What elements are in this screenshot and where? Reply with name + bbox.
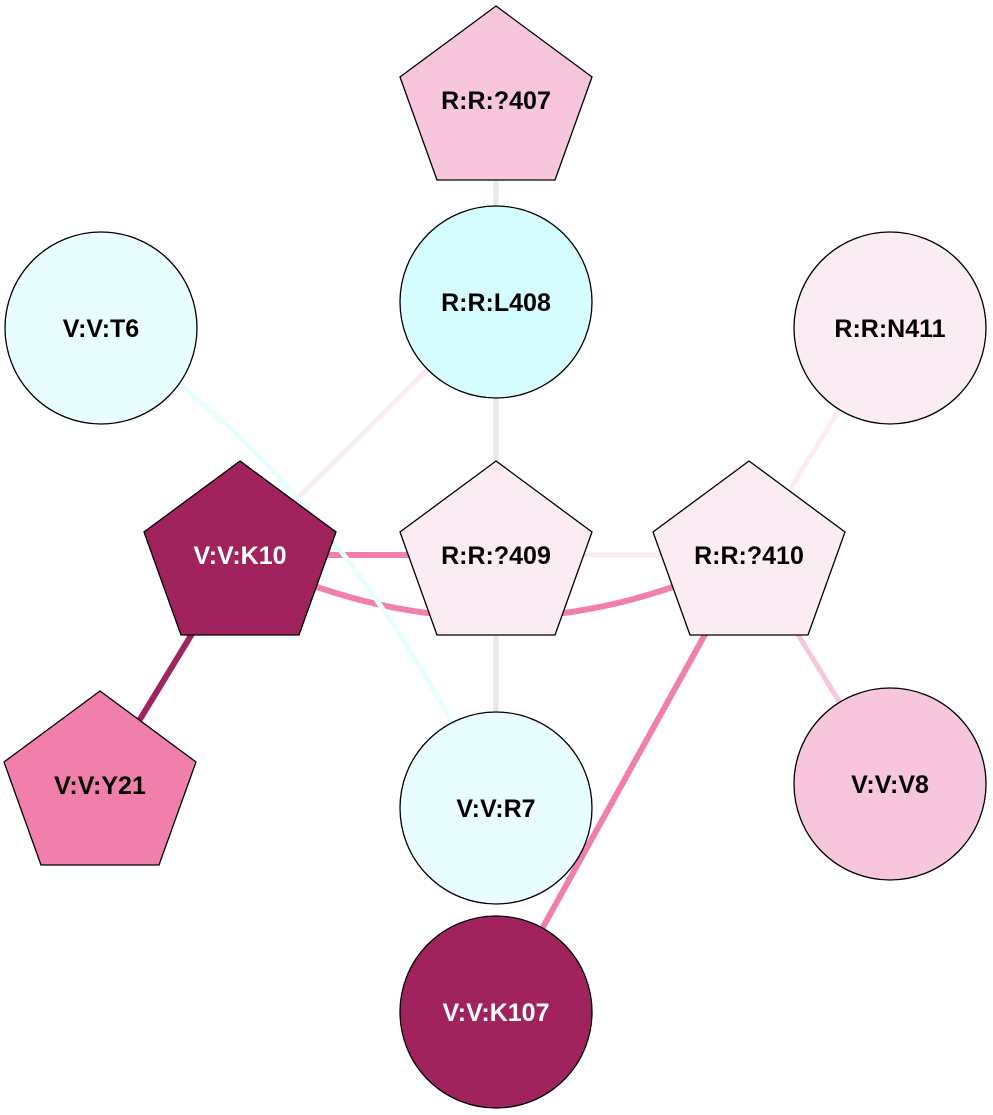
- node-circle-shape[interactable]: [793, 687, 987, 881]
- node-v-v-y21[interactable]: V:V:Y21: [3, 690, 197, 866]
- node-r-r-n411[interactable]: R:R:N411: [793, 231, 987, 425]
- node-label: R:R:?410: [694, 542, 804, 570]
- node-v-v-k107[interactable]: V:V:K107: [399, 915, 593, 1109]
- node-label: V:V:Y21: [54, 772, 146, 800]
- node-v-v-v8[interactable]: V:V:V8: [793, 687, 987, 881]
- node-pentagon-shape[interactable]: [652, 460, 846, 636]
- node-circle-shape[interactable]: [399, 205, 593, 399]
- node-v-v-k10[interactable]: V:V:K10: [143, 460, 337, 636]
- node-label: R:R:L408: [441, 289, 551, 317]
- node-r-r-409[interactable]: R:R:?409: [399, 460, 593, 636]
- node-label: R:R:?409: [441, 542, 551, 570]
- node-circle-shape[interactable]: [4, 231, 198, 425]
- node-label: R:R:N411: [834, 315, 945, 343]
- node-r-r-l408[interactable]: R:R:L408: [399, 205, 593, 399]
- node-v-v-r7[interactable]: V:V:R7: [399, 711, 593, 905]
- node-label: V:V:T6: [63, 315, 139, 343]
- node-circle-shape[interactable]: [399, 711, 593, 905]
- node-label: V:V:R7: [456, 795, 535, 823]
- node-pentagon-shape[interactable]: [143, 460, 337, 636]
- node-label: V:V:K107: [442, 999, 549, 1027]
- node-label: V:V:K10: [193, 542, 286, 570]
- node-circle-shape[interactable]: [399, 915, 593, 1109]
- node-r-r-407[interactable]: R:R:?407: [399, 5, 593, 181]
- node-pentagon-shape[interactable]: [399, 5, 593, 181]
- node-label: V:V:V8: [851, 771, 929, 799]
- node-v-v-t6[interactable]: V:V:T6: [4, 231, 198, 425]
- node-label: R:R:?407: [441, 87, 551, 115]
- node-pentagon-shape[interactable]: [399, 460, 593, 636]
- node-pentagon-shape[interactable]: [3, 690, 197, 866]
- node-circle-shape[interactable]: [793, 231, 987, 425]
- node-r-r-410[interactable]: R:R:?410: [652, 460, 846, 636]
